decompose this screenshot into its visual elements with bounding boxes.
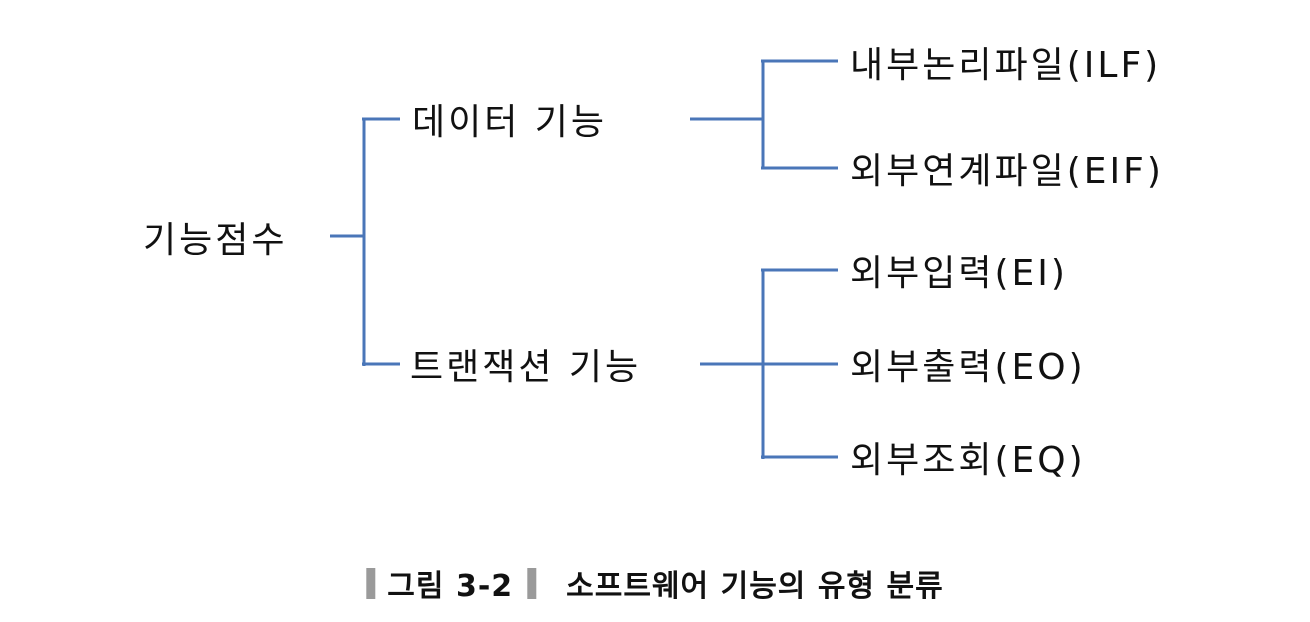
- node-external-input: 외부입력(EI): [850, 253, 1068, 294]
- node-data-function: 데이터 기능: [412, 102, 608, 143]
- node-external-output: 외부출력(EO): [850, 347, 1086, 388]
- node-internal-logical-file: 내부논리파일(ILF): [850, 45, 1162, 86]
- figure-caption: 그림 3-2 소프트웨어 기능의 유형 분류: [366, 561, 943, 605]
- node-external-interface-file: 외부연계파일(EIF): [850, 151, 1164, 192]
- node-external-inquiry: 외부조회(EQ): [850, 440, 1086, 481]
- node-transaction-function: 트랜잭션 기능: [410, 347, 642, 388]
- caption-left-bar-icon: [366, 567, 376, 599]
- caption-right-bar-icon: [527, 567, 537, 599]
- figure-title: 소프트웨어 기능의 유형 분류: [566, 569, 944, 604]
- node-function-point: 기능점수: [143, 220, 288, 261]
- figure-number: 그림 3-2: [387, 569, 514, 604]
